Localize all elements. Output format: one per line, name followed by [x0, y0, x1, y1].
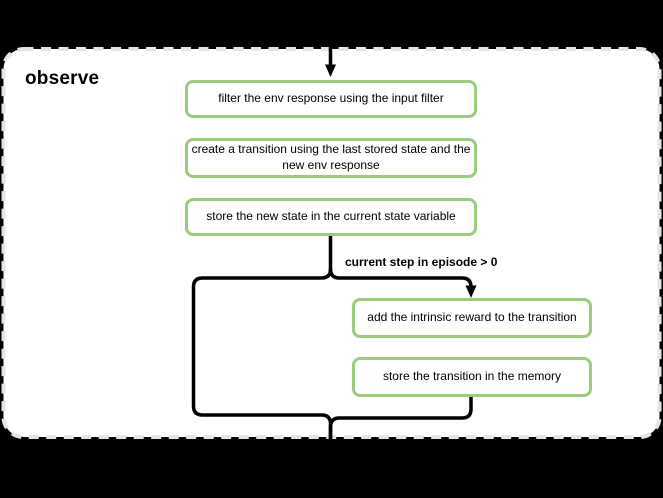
node-filter-env-response: filter the env response using the input … [185, 80, 477, 118]
node-store-transition: store the transition in the memory [352, 357, 592, 397]
condition-label: current step in episode > 0 [345, 255, 498, 269]
incoming-arrowhead-icon [325, 64, 336, 77]
node-store-new-state: store the new state in the current state… [185, 198, 477, 236]
skip-branch-line [191, 234, 333, 446]
group-title: observe [25, 68, 100, 89]
node-add-intrinsic-reward: add the intrinsic reward to the transiti… [352, 298, 592, 338]
node-create-transition: create a transition using the last store… [185, 138, 477, 178]
true-branch-line [328, 267, 473, 291]
merge-return-line [328, 395, 473, 446]
true-branch-arrowhead-icon [465, 285, 477, 298]
